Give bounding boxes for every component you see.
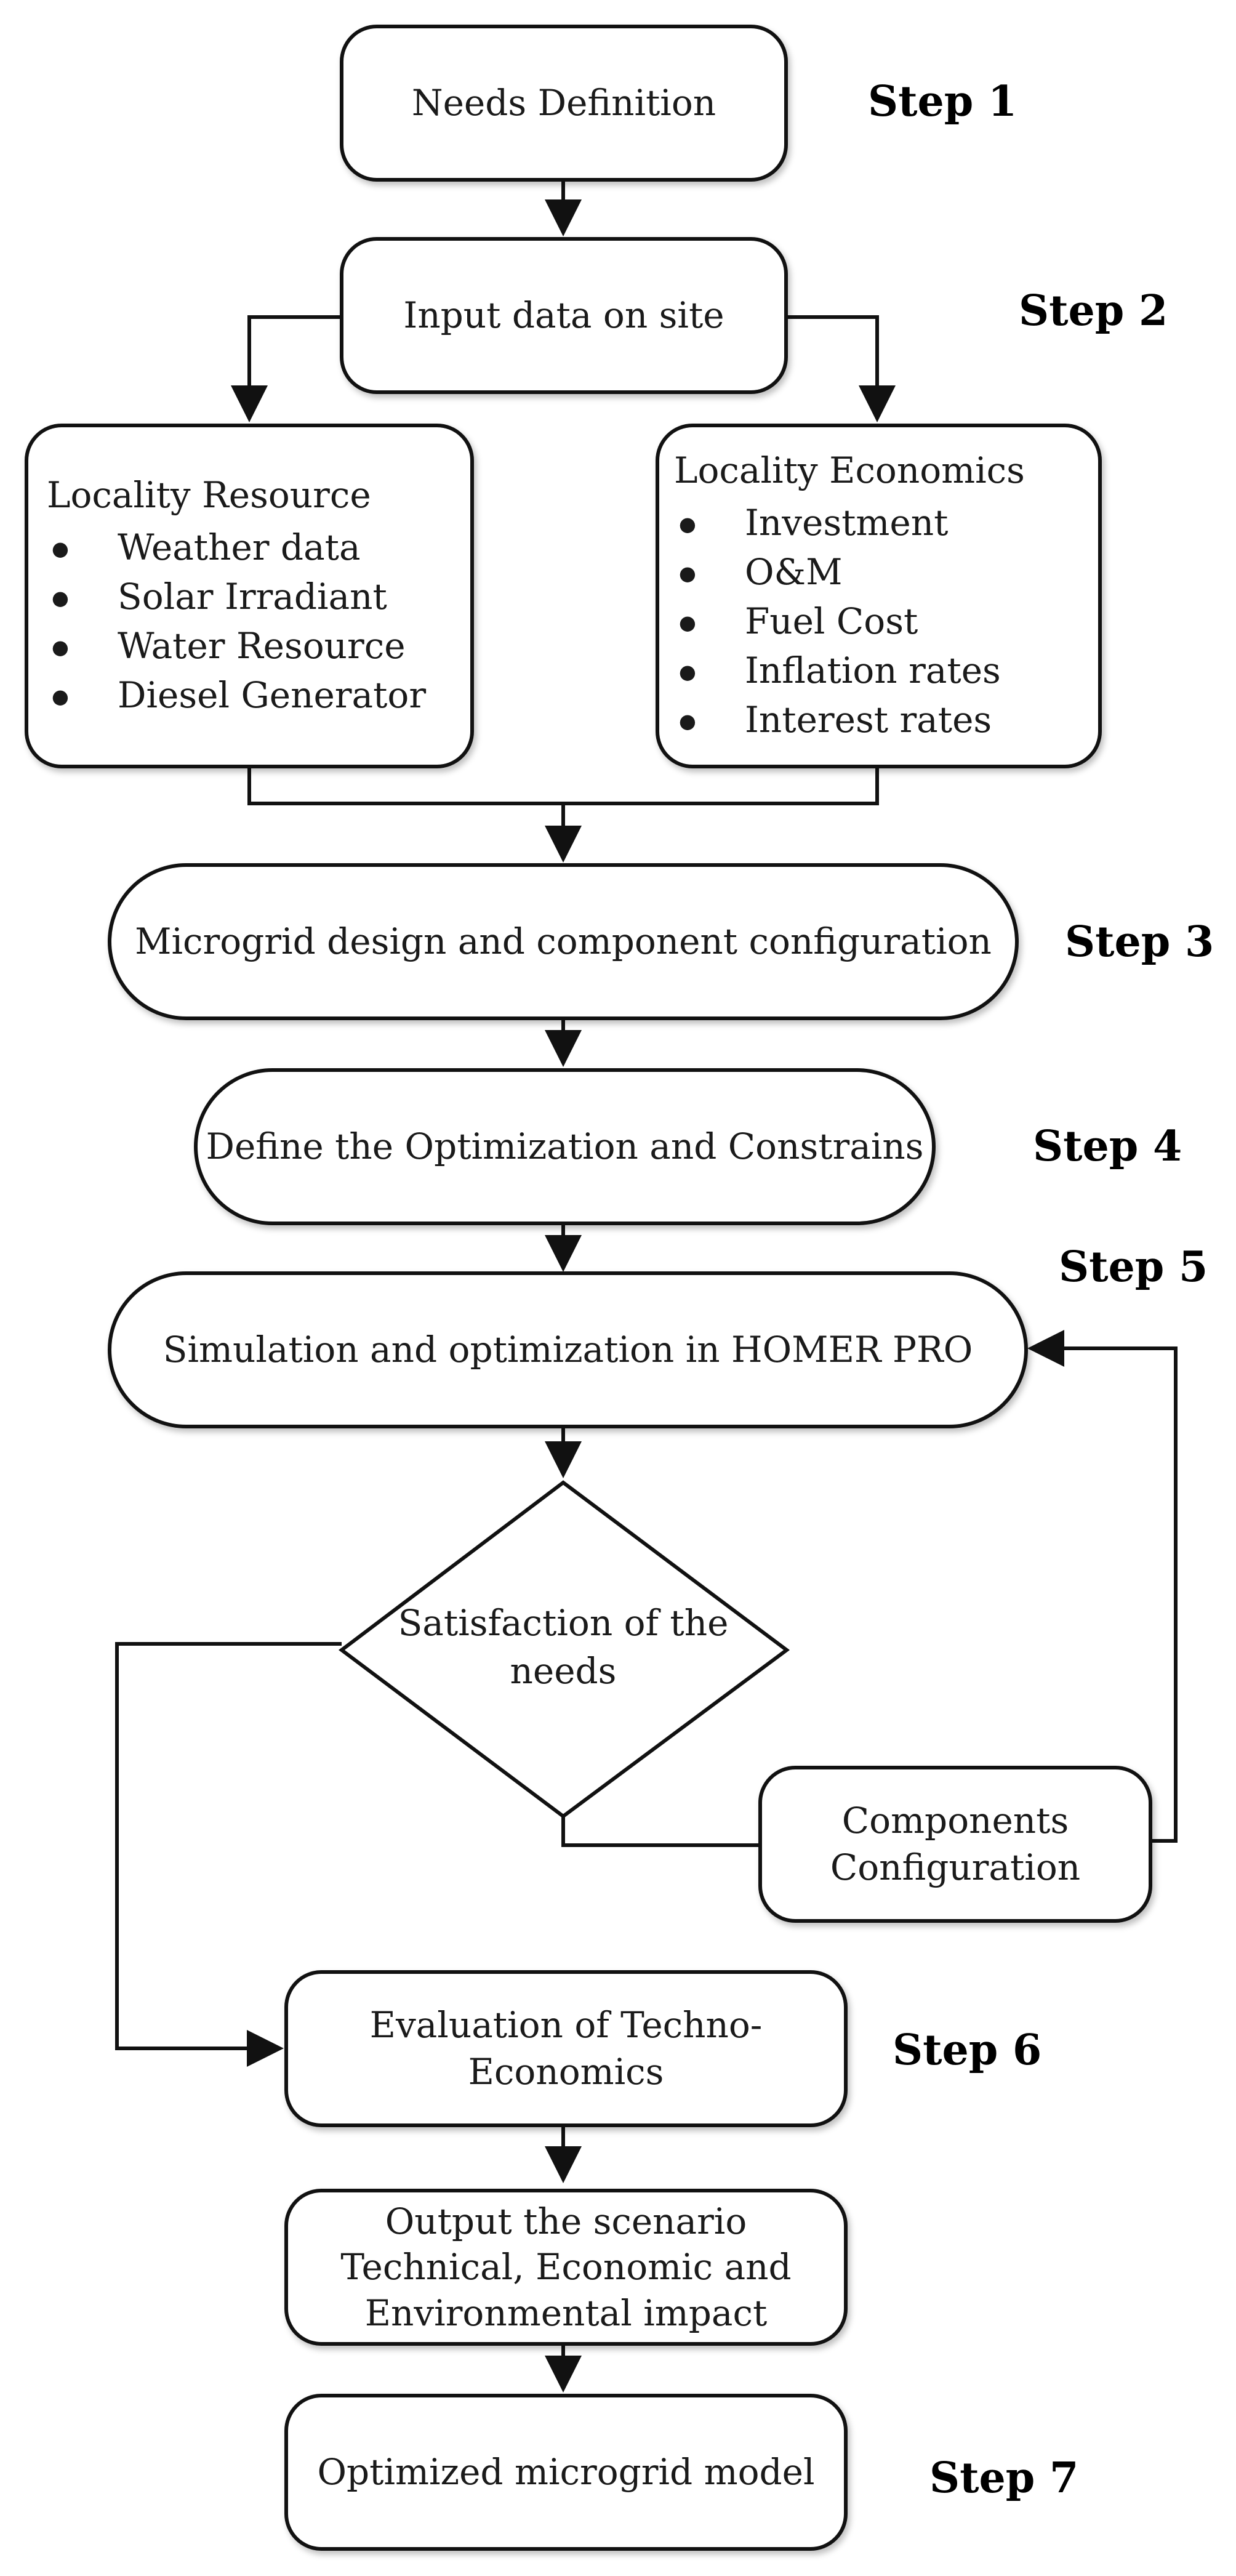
arrow-input-to-resource: [231, 315, 342, 422]
optimized-model-box: Optimized microgrid model: [284, 2394, 848, 2551]
decision-line-1: Satisfaction of the: [398, 1601, 729, 1644]
step-2-label: Step 2: [1019, 286, 1168, 336]
output-scenario-box: Output the scenario Technical, Economic …: [284, 2189, 848, 2346]
input-data-label: Input data on site: [403, 294, 724, 336]
list-item: Interest rates: [674, 695, 1001, 746]
step-4-label: Step 4: [1033, 1122, 1182, 1171]
list-item: O&M: [674, 547, 1001, 598]
list-item: Solar Irradiant: [47, 572, 426, 622]
evaluation-line-1: Evaluation of Techno-: [369, 2004, 763, 2047]
locality-economics-list: Investment O&M Fuel Cost Inflation rates…: [674, 498, 1001, 746]
locality-resource-box: Locality Resource Weather data Solar Irr…: [25, 424, 474, 768]
arrow-decision-to-evaluation: [115, 1642, 342, 2067]
microgrid-design-box: Microgrid design and component configura…: [108, 863, 1019, 1020]
components-configuration-box: Components Configuration: [758, 1766, 1152, 1923]
output-line-2: Technical, Economic and: [340, 2246, 792, 2288]
evaluation-box: Evaluation of Techno- Economics: [284, 1970, 848, 2127]
decision-diamond: [339, 1480, 790, 1819]
decision-label: Satisfaction of the needs: [360, 1588, 766, 1705]
step-3-label: Step 3: [1065, 917, 1214, 967]
needs-definition-box: Needs Definition: [340, 25, 788, 182]
list-item: Diesel Generator: [47, 670, 426, 721]
define-optimization-box: Define the Optimization and Constrains: [194, 1068, 936, 1225]
components-line-2: Configuration: [830, 1846, 1081, 1888]
list-item: Fuel Cost: [674, 597, 1001, 647]
step-5-label: Step 5: [1059, 1242, 1208, 1292]
arrow-components-to-simulation: [1027, 1330, 1178, 1843]
list-item: Inflation rates: [674, 646, 1001, 696]
optimized-model-label: Optimized microgrid model: [317, 2450, 815, 2493]
define-optimization-label: Define the Optimization and Constrains: [206, 1125, 924, 1167]
locality-resource-list: Weather data Solar Irradiant Water Resou…: [47, 523, 426, 721]
list-item: Water Resource: [47, 621, 426, 672]
output-line-1: Output the scenario: [385, 2200, 747, 2243]
list-item: Weather data: [47, 523, 426, 573]
components-line-1: Components: [841, 1800, 1069, 1842]
locality-resource-title: Locality Resource: [47, 474, 371, 517]
list-item: Investment: [674, 498, 1001, 549]
step-1-label: Step 1: [868, 77, 1017, 126]
output-line-3: Environmental impact: [364, 2292, 768, 2334]
microgrid-design-label: Microgrid design and component configura…: [135, 920, 992, 962]
locality-economics-title: Locality Economics: [674, 449, 1025, 492]
join-line: [247, 767, 879, 805]
simulation-label: Simulation and optimization in HOMER PRO: [163, 1328, 973, 1371]
input-data-box: Input data on site: [340, 237, 788, 394]
step-6-label: Step 6: [893, 2026, 1042, 2075]
line-decision-to-components: [561, 1813, 758, 1847]
needs-definition-label: Needs Definition: [411, 81, 716, 124]
decision-line-2: needs: [510, 1650, 617, 1692]
locality-economics-box: Locality Economics Investment O&M Fuel C…: [656, 424, 1102, 768]
step-7-label: Step 7: [929, 2453, 1079, 2503]
evaluation-line-2: Economics: [468, 2050, 664, 2093]
arrow-input-to-economics: [788, 315, 896, 422]
simulation-box: Simulation and optimization in HOMER PRO: [108, 1271, 1028, 1428]
